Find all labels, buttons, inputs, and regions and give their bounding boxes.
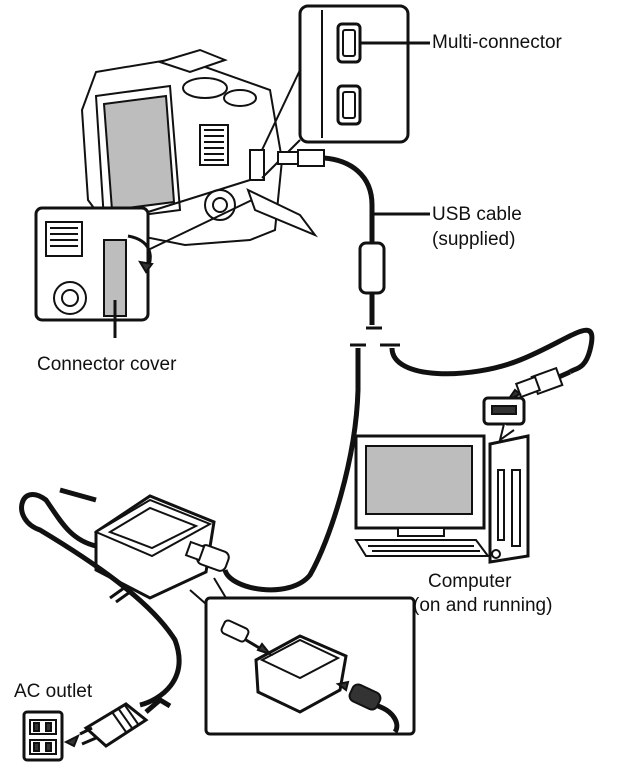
ac-adapter-icon [19, 343, 366, 708]
power-plug-icon [63, 696, 172, 748]
camera-icon [80, 48, 318, 247]
label-usb-cable-supplied: (supplied) [432, 229, 516, 250]
label-connector-cover: Connector cover [37, 354, 177, 375]
usb-cable-icon [277, 149, 595, 401]
ac-adapter-inset [189, 577, 416, 736]
label-computer: Computer [428, 571, 512, 592]
label-usb-cable: USB cable [432, 204, 522, 225]
connector-cover-icon [34, 179, 253, 338]
label-ac-outlet: AC outlet [14, 681, 93, 702]
computer-icon [354, 396, 530, 564]
ac-outlet-icon [22, 710, 64, 762]
label-computer-status: (on and running) [413, 595, 553, 616]
label-multi-connector: Multi-connector [432, 32, 562, 53]
multi-connector-port-icon [261, 4, 430, 179]
